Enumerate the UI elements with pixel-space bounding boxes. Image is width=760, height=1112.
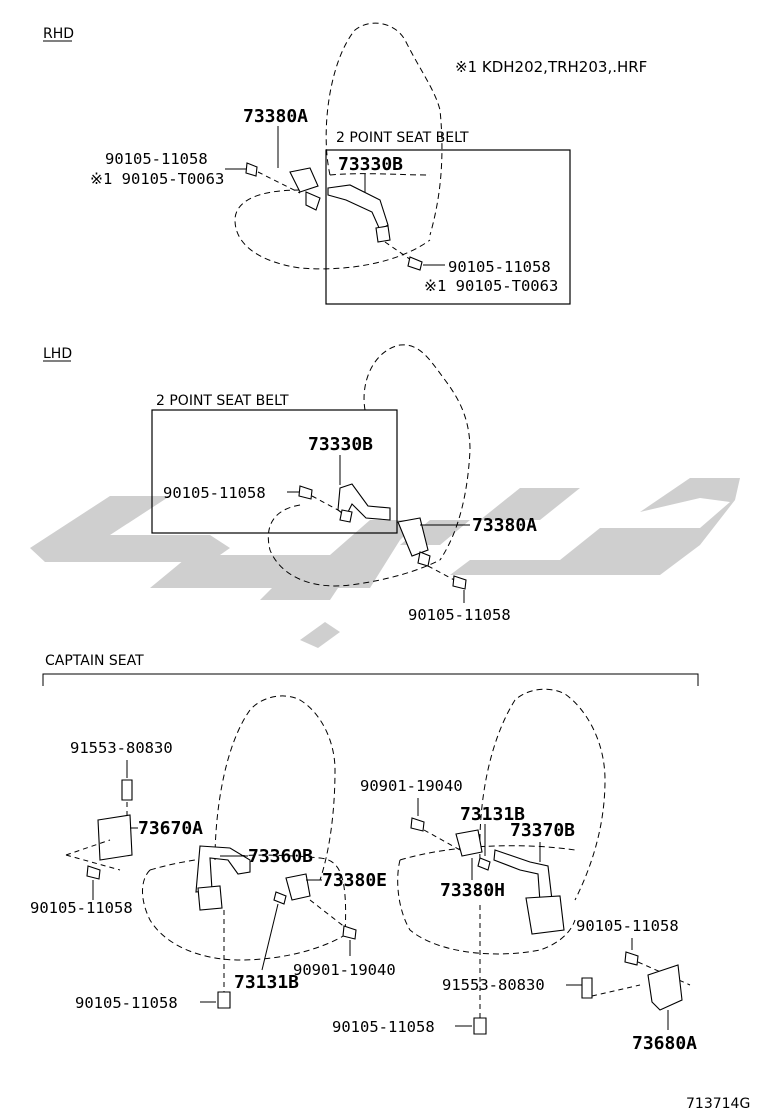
cap-bolt-91553-right-icon bbox=[581, 977, 593, 999]
rhd-part-73380a: 73380A bbox=[243, 106, 308, 127]
cap-bolt-91553-right-label: 91553-80830 bbox=[442, 976, 545, 994]
cap-part-73680a: 73680A bbox=[632, 1033, 697, 1054]
lhd-bolt-label-bottom: 90105-11058 bbox=[408, 606, 511, 624]
cap-bracket-73680a-icon bbox=[647, 964, 683, 1011]
cap-bolt-90105-right-label: 90105-11058 bbox=[576, 917, 679, 935]
watermark-logo bbox=[30, 478, 740, 648]
lhd-two-point-belt-box bbox=[151, 409, 398, 534]
cap-belt-73360b-icon bbox=[195, 845, 251, 893]
rhd-bolt-label-1: 90105-11058 bbox=[105, 150, 208, 168]
cap-bolt-90901-left-icon bbox=[342, 925, 357, 940]
section-lhd-title: LHD bbox=[43, 346, 72, 362]
lhd-two-point-belt-title: 2 POINT SEAT BELT bbox=[156, 393, 289, 409]
cap-bolt-90901-right-icon bbox=[410, 817, 425, 832]
captain-section-bracket bbox=[42, 673, 699, 686]
cap-buckle-73380h-icon bbox=[455, 829, 483, 857]
lhd-seat-outline bbox=[267, 344, 471, 587]
cap-bolt-90105-left-icon bbox=[86, 865, 101, 880]
lhd-buckle-icon bbox=[397, 517, 429, 557]
rhd-seat-outline bbox=[234, 22, 443, 270]
cap-bolt-90105-bottom-left-label: 90105-11058 bbox=[75, 994, 178, 1012]
cap-washer-right-icon bbox=[477, 857, 491, 871]
cap-part-73380h: 73380H bbox=[440, 880, 505, 901]
lhd-part-73330b: 73330B bbox=[308, 434, 373, 455]
rhd-box-bolt-label-2: ※1 90105-T0063 bbox=[424, 277, 558, 295]
cap-bracket-73670a-icon bbox=[97, 814, 133, 861]
cap-bolt-90105-left-label: 90105-11058 bbox=[30, 899, 133, 917]
cap-part-73360b: 73360B bbox=[248, 846, 313, 867]
cap-bolt-90105-bottom-right-icon bbox=[473, 1017, 487, 1035]
lhd-part-73380a: 73380A bbox=[472, 515, 537, 536]
rhd-box-bolt-label-1: 90105-11058 bbox=[448, 258, 551, 276]
cap-part-73131b-left: 73131B bbox=[234, 972, 299, 993]
rhd-bolt-label-2: ※1 90105-T0063 bbox=[90, 170, 224, 188]
cap-buckle-73380e-icon bbox=[285, 873, 311, 901]
figure-id: 713714G bbox=[686, 1096, 750, 1112]
cap-bolt-90105-bottom-right-label: 90105-11058 bbox=[332, 1018, 435, 1036]
cap-bolt-90105-right-icon bbox=[624, 951, 639, 966]
cap-retractor-icon bbox=[525, 895, 565, 935]
rhd-two-point-belt-box bbox=[325, 149, 571, 305]
cap-bolt-91553-left-icon bbox=[121, 779, 133, 801]
cap-part-73131b-right: 73131B bbox=[460, 804, 525, 825]
cap-bolt-90901-right-label: 90901-19040 bbox=[360, 777, 463, 795]
cap-part-73370b: 73370B bbox=[510, 820, 575, 841]
cap-part-73380e: 73380E bbox=[322, 870, 387, 891]
captain-right-seat-outline bbox=[397, 688, 606, 955]
section-captain-title: CAPTAIN SEAT bbox=[45, 653, 144, 669]
rhd-model-note: ※1 KDH202,TRH203,.HRF bbox=[455, 58, 647, 76]
rhd-box-bolt-icon bbox=[407, 256, 423, 271]
lhd-bolt-left-icon bbox=[298, 485, 313, 500]
rhd-bolt-icon bbox=[245, 162, 258, 177]
rhd-buckle-icon bbox=[289, 167, 319, 193]
lhd-bolt-label-left: 90105-11058 bbox=[163, 484, 266, 502]
cap-bolt-91553-left-label: 91553-80830 bbox=[70, 739, 173, 757]
cap-part-73670a: 73670A bbox=[138, 818, 203, 839]
rhd-two-point-belt-title: 2 POINT SEAT BELT bbox=[336, 130, 469, 146]
captain-left-seat-outline bbox=[142, 695, 347, 961]
cap-washer-left-icon bbox=[273, 891, 287, 905]
rhd-two-point-belt-icon bbox=[327, 184, 389, 231]
cap-bolt-90901-left-label: 90901-19040 bbox=[293, 961, 396, 979]
lhd-bolt-bottom-icon bbox=[452, 575, 467, 590]
cap-bolt-90105-bottom-left-icon bbox=[217, 991, 231, 1009]
section-rhd-title: RHD bbox=[43, 26, 74, 42]
rhd-part-73330b: 73330B bbox=[338, 154, 403, 175]
